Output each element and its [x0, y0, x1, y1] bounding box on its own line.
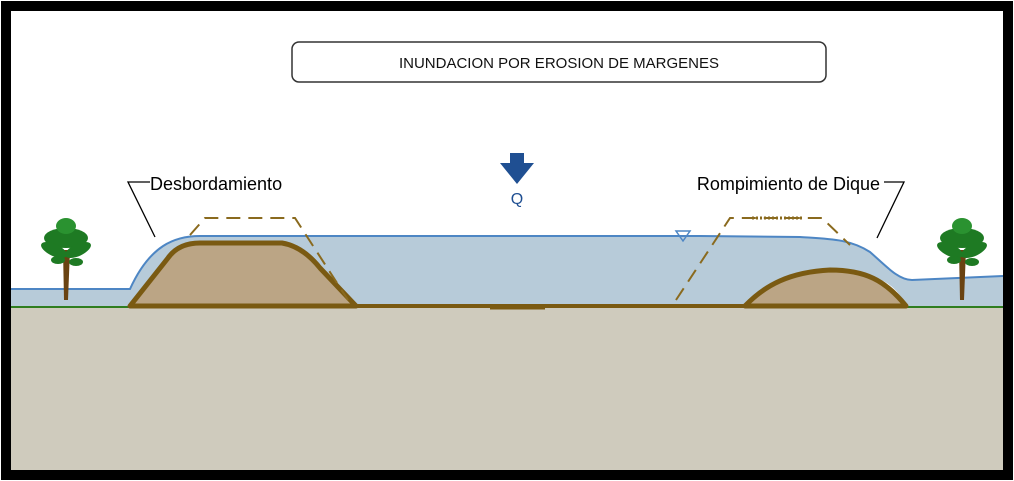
down-arrow-icon	[500, 153, 534, 184]
left-dike	[127, 240, 359, 309]
dike-breach-label: Rompimiento de Dique	[697, 174, 880, 194]
ground	[11, 306, 1003, 470]
water-body	[11, 236, 1003, 306]
diagram-title: INUNDACION POR EROSION DE MARGENES	[399, 55, 719, 72]
title-box	[291, 41, 827, 83]
flow-label: Q	[511, 191, 523, 208]
palm-tree-icon	[41, 218, 91, 300]
water-surface-line	[11, 235, 1004, 290]
left-dike-original-profile	[189, 217, 349, 301]
dike-breach-leader-line	[876, 181, 906, 239]
overtopping-leader-line	[126, 181, 156, 238]
right-dike-eroded	[742, 267, 909, 309]
palm-tree-icon	[937, 218, 987, 300]
overtopping-label: Desbordamiento	[150, 174, 282, 194]
water-level-triangle-icon	[674, 230, 692, 243]
